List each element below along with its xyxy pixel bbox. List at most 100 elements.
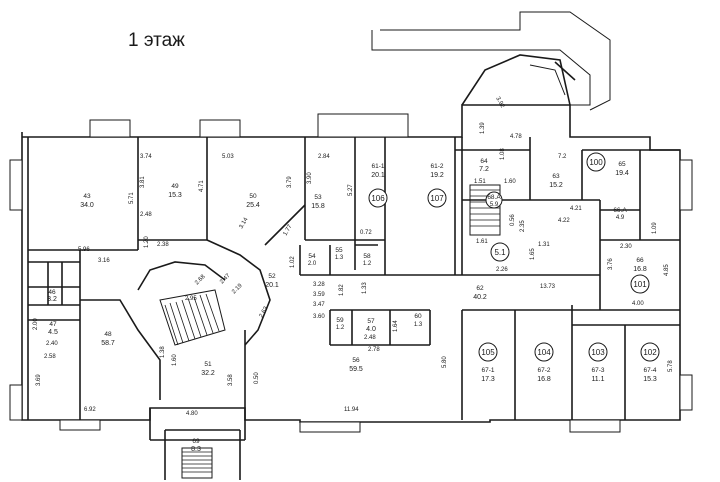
svg-text:49: 49 [171, 183, 179, 190]
room-label: 581.2 [363, 253, 372, 267]
dimension-label: 2.78 [368, 347, 380, 353]
svg-text:63: 63 [552, 173, 560, 180]
dimension-label: 4.80 [186, 411, 198, 417]
dimension-label: 4.85 [664, 264, 670, 276]
office-badge: 100 [586, 152, 606, 172]
dimension-label: 3.76 [608, 258, 614, 270]
dimension-label: 5.96 [78, 247, 90, 253]
annex-tower [371, 11, 611, 111]
dimension-label: 3.69 [36, 374, 42, 386]
dimension-label: 3.58 [228, 374, 234, 386]
dimension-label: 4.71 [199, 180, 205, 192]
dimension-label: 5.80 [442, 356, 448, 368]
dimension-label: 3.60 [313, 314, 325, 320]
dimension-label: 2.19 [231, 282, 244, 295]
svg-text:57: 57 [367, 318, 375, 325]
svg-text:20.1: 20.1 [371, 172, 385, 179]
svg-text:4.9: 4.9 [616, 215, 625, 221]
main-staircase [159, 289, 226, 346]
dimension-label: 2.30 [620, 244, 632, 250]
interior-walls [27, 137, 680, 480]
svg-text:100: 100 [589, 158, 603, 167]
svg-text:47: 47 [49, 321, 57, 328]
svg-text:67-3: 67-3 [591, 367, 604, 374]
dimension-label: 2.95 [185, 296, 197, 302]
room-label: 49 15.3 [168, 183, 182, 199]
dimension-label: 2.26 [496, 267, 508, 273]
svg-text:40.2: 40.2 [473, 294, 487, 301]
room-label: 542.0 [308, 253, 317, 267]
svg-text:1.2: 1.2 [336, 325, 345, 331]
svg-text:61-2: 61-2 [430, 163, 443, 170]
svg-text:68.A: 68.A [487, 194, 501, 201]
svg-text:104: 104 [537, 348, 551, 357]
svg-text:67-4: 67-4 [643, 367, 656, 374]
room-label: 67-216.8 [537, 367, 551, 383]
room-label: 698.3 [191, 438, 201, 453]
dimension-label: 1.09 [652, 222, 658, 234]
office-badge: 106 [368, 188, 388, 208]
svg-text:59.5: 59.5 [349, 366, 363, 373]
dimension-label: 1.60 [172, 354, 178, 366]
dimension-label: 3.47 [313, 302, 325, 308]
dimension-label: 0.72 [360, 230, 372, 236]
room-label: 463.2 [47, 289, 57, 303]
svg-text:19.2: 19.2 [430, 172, 444, 179]
svg-text:61-1: 61-1 [371, 163, 384, 170]
svg-text:34.0: 34.0 [80, 202, 94, 209]
svg-text:55: 55 [335, 247, 343, 254]
dimension-label: 0.56 [510, 214, 516, 226]
dimension-label: 2.58 [44, 354, 56, 360]
svg-text:15.2: 15.2 [549, 182, 563, 189]
room-label: 52 20.1 [265, 273, 279, 289]
entrance-stairs [181, 447, 213, 479]
dimension-label: 3.92 [494, 96, 505, 110]
dimension-label: 2.00 [33, 318, 39, 330]
dimension-label: 2.63 [259, 305, 270, 319]
dimension-label: 2.47 [219, 272, 232, 285]
svg-text:103: 103 [591, 348, 605, 357]
svg-text:59: 59 [336, 317, 344, 324]
room-label: 67-415.3 [643, 367, 657, 383]
floor-title: 1 этаж [128, 30, 185, 51]
dimension-label: 13.73 [540, 284, 556, 290]
svg-text:106: 106 [371, 194, 385, 203]
svg-text:46: 46 [48, 289, 56, 296]
svg-text:25.4: 25.4 [246, 202, 260, 209]
svg-text:8.3: 8.3 [191, 446, 201, 453]
svg-text:52: 52 [268, 273, 276, 280]
svg-text:65: 65 [618, 161, 626, 168]
room-label: 68.A5.9 [485, 191, 503, 209]
svg-text:69: 69 [192, 438, 200, 445]
svg-text:1.2: 1.2 [363, 261, 372, 267]
room-label: 591.2 [336, 317, 345, 331]
dimension-label: 1.51 [474, 179, 486, 185]
dimension-label: 11.94 [344, 407, 359, 413]
svg-text:67-2: 67-2 [537, 367, 550, 374]
room-label: 601.3 [414, 313, 423, 328]
svg-text:58: 58 [363, 253, 371, 260]
room-label: 647.2 [479, 158, 489, 173]
dimension-label: 1.02 [290, 256, 296, 268]
dimension-label: 2.40 [46, 341, 58, 347]
svg-text:20.1: 20.1 [265, 282, 279, 289]
room-label: 574.0 [366, 318, 376, 333]
svg-text:60: 60 [414, 313, 422, 320]
room-label: 61-1 20.1 [371, 163, 385, 179]
office-badges: 106 107 100 101 105 104 103 102 5.1 [368, 152, 660, 362]
room-label: 67-311.1 [591, 367, 604, 383]
dimension-label: 5.27 [348, 184, 354, 196]
svg-text:17.3: 17.3 [481, 376, 495, 383]
office-badge: 103 [588, 342, 608, 362]
svg-text:43: 43 [83, 193, 91, 200]
dimension-label: 1.08 [500, 148, 506, 160]
svg-text:5.9: 5.9 [490, 202, 499, 208]
dimension-label: 5.03 [222, 154, 234, 160]
svg-text:15.3: 15.3 [168, 192, 182, 199]
